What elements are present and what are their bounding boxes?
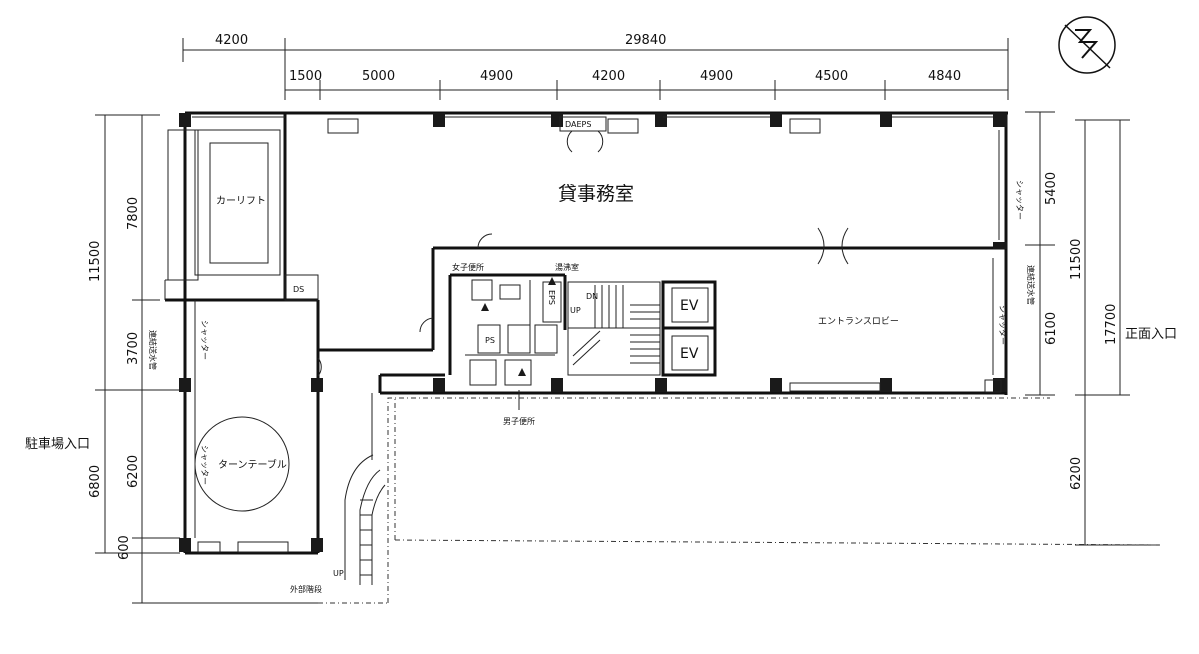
dim-span-3: 4900 (480, 69, 513, 84)
column (433, 378, 445, 392)
right-dimensions: 5400 6100 11500 17700 6200 (1025, 111, 1160, 546)
column (993, 242, 1007, 249)
room-daeps: DAEPS (565, 120, 591, 129)
room-cleaning: 湯沸室 (555, 262, 579, 272)
dim-span-6: 4500 (815, 69, 848, 84)
dim-span-4: 4200 (592, 69, 625, 84)
stair-dn-label: DN (586, 292, 598, 301)
room-office: 貸事務室 (558, 183, 634, 205)
walls (164, 111, 1008, 555)
dim-left-extension: 4200 (215, 33, 248, 48)
elevator-1: EV (680, 298, 699, 314)
top-dimensions: 4200 29840 1500 5000 4900 4200 4900 4500… (182, 33, 1009, 100)
column (880, 378, 892, 392)
dim-left-3700: 3700 (126, 332, 141, 365)
exterior-stair-up-label: UP (333, 569, 344, 578)
dim-right-6100: 6100 (1044, 312, 1059, 345)
dim-left-6800: 6800 (88, 465, 103, 498)
columns (179, 113, 1007, 552)
stair-up-label: UP (570, 306, 581, 315)
column (655, 113, 667, 127)
room-eps: EPS (547, 290, 556, 305)
column (551, 113, 563, 127)
column (770, 378, 782, 392)
column (655, 378, 667, 392)
office-doors (419, 227, 849, 333)
fire-standpipe-left: 連結送水管 (148, 330, 158, 370)
elevator-2: EV (680, 346, 699, 362)
lobby-window (789, 382, 881, 392)
column (993, 113, 1007, 127)
column (880, 113, 892, 127)
site-boundary (318, 397, 1161, 604)
exterior-stairs: UP 外部階段 (290, 393, 386, 594)
column (311, 538, 323, 552)
column (433, 113, 445, 127)
windows: DAEPS (192, 116, 993, 153)
room-ds: DS (293, 285, 304, 294)
left-dimensions: 11500 7800 3700 6800 6200 600 (88, 114, 320, 604)
column (993, 378, 1007, 392)
room-ps: PS (485, 336, 495, 345)
column (311, 378, 323, 392)
room-womens-restroom: 女子便所 (452, 262, 484, 272)
dim-left-6200: 6200 (126, 455, 141, 488)
room-entrance-lobby: エントランスロビー (818, 316, 899, 327)
column (179, 378, 191, 392)
dim-left-600: 600 (117, 535, 132, 560)
elevators: EV EV (661, 280, 717, 377)
fire-standpipe-right: 連結送水管 (1026, 265, 1036, 305)
shutter-left-1: シャッター (200, 320, 209, 360)
dim-right-11500: 11500 (1069, 239, 1084, 280)
dim-right-5400: 5400 (1044, 172, 1059, 205)
dim-total-width: 29840 (625, 33, 666, 48)
north-arrow-icon (1058, 16, 1116, 74)
dim-right-17700: 17700 (1104, 304, 1119, 345)
dim-right-6200: 6200 (1069, 457, 1084, 490)
dim-span-2: 5000 (362, 69, 395, 84)
column (179, 538, 191, 552)
column (179, 113, 191, 127)
dim-span-5: 4900 (700, 69, 733, 84)
room-mens-restroom: 男子便所 (503, 416, 535, 426)
shutter-left-2: シャッター (200, 445, 209, 485)
stairs: UP DN (567, 281, 661, 376)
dim-left-7800: 7800 (126, 197, 141, 230)
car-lift-zone: カーリフト DS シャッター シャッター 連結送水管 ターンテーブル (148, 129, 322, 553)
lobby-door (984, 379, 1002, 393)
parking-entrance-label: 駐車場入口 (25, 437, 90, 452)
room-car-lift: カーリフト (216, 195, 266, 207)
shutter-right-lower: シャッター (998, 305, 1007, 345)
right-shutters: シャッター シャッター 連結送水管 (992, 130, 1036, 375)
room-exterior-stairs: 外部階段 (290, 584, 322, 594)
shutter-right-upper: シャッター (1015, 180, 1024, 220)
core: PS EPS 女子便所 湯沸室 男子便所 (448, 262, 579, 426)
dim-span-1: 1500 (289, 69, 322, 84)
room-turntable: ターンテーブル (218, 458, 287, 471)
column (551, 378, 563, 392)
column (770, 113, 782, 127)
dim-left-11500: 11500 (88, 241, 103, 282)
front-entrance-label: 正面入口 (1125, 327, 1177, 342)
dim-span-7: 4840 (928, 69, 961, 84)
